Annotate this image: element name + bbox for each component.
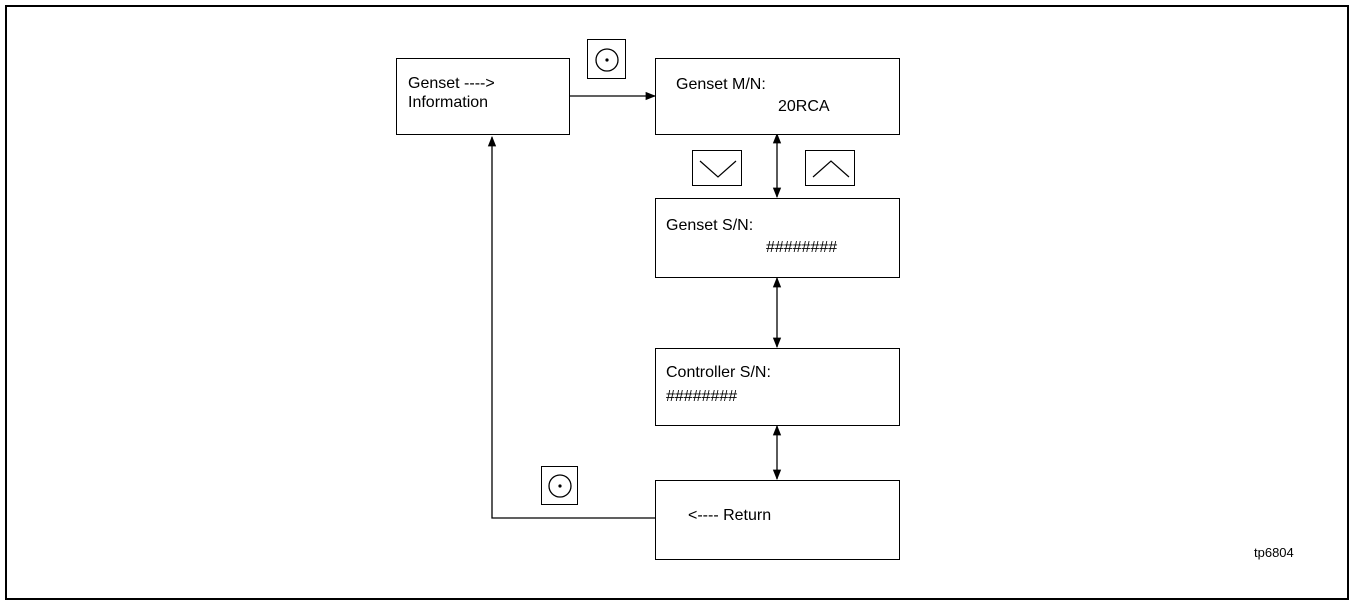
up-arrow-button-icon bbox=[812, 160, 850, 178]
controller-sn-box[interactable]: Controller S/N: ######## bbox=[655, 348, 900, 426]
genset-mn-value: 20RCA bbox=[778, 98, 830, 115]
arrow-return-to-info bbox=[487, 135, 655, 519]
select-button-icon bbox=[595, 48, 619, 72]
genset-sn-box[interactable]: Genset S/N: ######## bbox=[655, 198, 900, 278]
up-arrow-button[interactable] bbox=[805, 150, 855, 186]
genset-sn-label: Genset S/N: bbox=[666, 217, 754, 234]
controller-sn-label: Controller S/N: bbox=[666, 364, 771, 381]
genset-information-line2: Information bbox=[408, 94, 489, 111]
controller-sn-value: ######## bbox=[666, 388, 738, 405]
genset-mn-label: Genset M/N: bbox=[676, 76, 766, 93]
down-arrow-button-icon bbox=[699, 160, 737, 178]
select-button-top[interactable] bbox=[587, 39, 626, 79]
select-button-icon bbox=[548, 474, 572, 498]
genset-sn-value: ######## bbox=[766, 239, 838, 256]
return-box[interactable]: <---- Return bbox=[655, 480, 900, 560]
select-button-bottom[interactable] bbox=[541, 466, 578, 505]
return-label: <---- Return bbox=[688, 507, 772, 524]
genset-information-box[interactable]: Genset ----> Information bbox=[396, 58, 570, 135]
figure-reference-code: tp6804 bbox=[1254, 545, 1294, 560]
genset-mn-box[interactable]: Genset M/N: 20RCA bbox=[655, 58, 900, 135]
down-arrow-button[interactable] bbox=[692, 150, 742, 186]
genset-information-line1: Genset ----> bbox=[408, 75, 495, 92]
